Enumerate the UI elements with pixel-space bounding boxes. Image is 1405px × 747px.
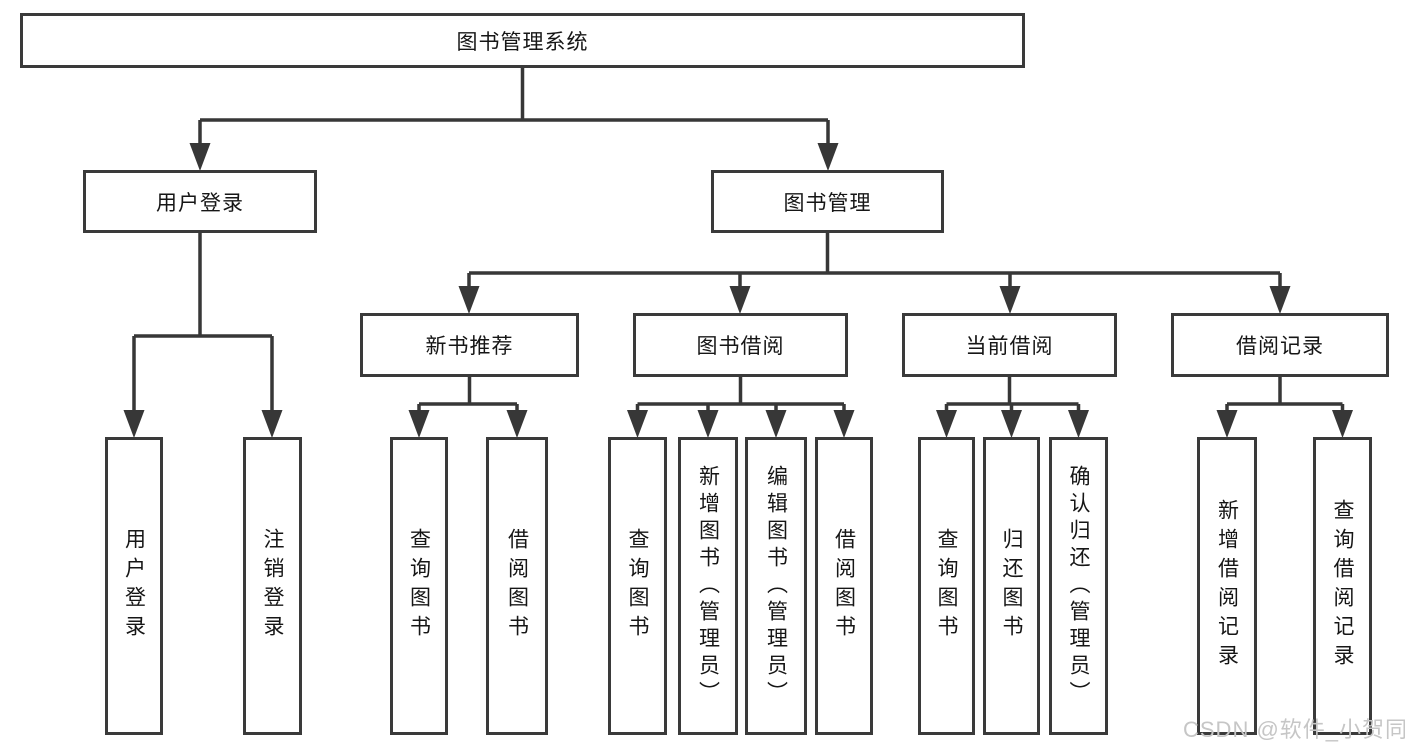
arrowhead: [506, 410, 528, 438]
leaf-add-borrow-record: 新增借阅记录: [1197, 437, 1257, 735]
leaf-edit-book-admin: 编辑图书（管理员）: [745, 437, 807, 735]
connector-new-book-children: [408, 377, 528, 438]
leaf-label: 编辑图书（管理员）: [764, 464, 788, 708]
leaf-label: 新增图书（管理员）: [696, 464, 720, 708]
leaf-borrow-book-recommend: 借阅图书: [486, 437, 548, 735]
node-borrow-records: 借阅记录: [1171, 313, 1389, 377]
connector-book-borrowing-children: [627, 377, 855, 438]
node-label: 新书推荐: [425, 335, 514, 358]
node-book-borrowing: 图书借阅: [633, 313, 848, 377]
leaf-query-borrow-record: 查询借阅记录: [1313, 437, 1372, 735]
leaf-label: 借阅图书: [832, 528, 856, 644]
arrowhead: [408, 410, 430, 438]
arrowhead: [833, 410, 855, 438]
arrowhead: [1216, 410, 1238, 438]
leaf-label: 归还图书: [1000, 528, 1023, 644]
arrowhead: [189, 143, 211, 171]
arrowhead: [458, 286, 480, 314]
leaf-label: 查询图书: [935, 528, 958, 644]
arrowhead: [765, 410, 787, 438]
arrowhead: [123, 410, 145, 438]
arrowhead: [1269, 286, 1291, 314]
leaf-query-book-borrowing: 查询图书: [608, 437, 667, 735]
arrowhead: [1332, 410, 1353, 438]
leaf-confirm-return-admin: 确认归还（管理员）: [1049, 437, 1108, 735]
leaf-borrow-book-borrowing: 借阅图书: [815, 437, 873, 735]
arrowhead: [1068, 410, 1089, 438]
node-label: 图书管理: [783, 191, 872, 215]
node-label: 图书借阅: [696, 335, 785, 358]
leaf-logout: 注销登录: [243, 437, 302, 735]
leaf-label: 确认归还（管理员）: [1067, 464, 1090, 708]
node-label: 当前借阅: [965, 335, 1054, 358]
node-user-login: 用户登录: [83, 170, 317, 233]
node-label: 借阅记录: [1236, 335, 1324, 358]
leaf-label: 注销登录: [261, 528, 284, 644]
node-book-management: 图书管理: [711, 170, 944, 233]
arrowhead: [697, 410, 719, 438]
node-label: 用户登录: [156, 191, 244, 215]
arrowhead: [627, 410, 648, 438]
leaf-label: 查询借阅记录: [1331, 499, 1354, 673]
arrowhead: [261, 410, 283, 438]
leaf-label: 查询图书: [626, 528, 649, 644]
connector-user-login-children: [123, 233, 283, 438]
connector-root-to-level2: [189, 68, 839, 171]
connector-current-borrowing-children: [936, 377, 1089, 438]
node-current-borrowing: 当前借阅: [902, 313, 1117, 377]
leaf-label: 查询图书: [407, 528, 431, 644]
leaf-query-book-current: 查询图书: [918, 437, 975, 735]
leaf-label: 用户登录: [122, 528, 146, 644]
leaf-return-book: 归还图书: [983, 437, 1040, 735]
arrowhead: [999, 286, 1021, 314]
arrowhead: [817, 143, 839, 171]
connector-borrow-records-children: [1216, 377, 1353, 438]
arrowhead: [936, 410, 957, 438]
leaf-label: 新增借阅记录: [1215, 499, 1239, 673]
leaf-add-book-admin: 新增图书（管理员）: [678, 437, 738, 735]
leaf-label: 借阅图书: [505, 528, 529, 644]
csdn-watermark: CSDN @软件_小贺同学: [1183, 717, 1405, 742]
arrowhead: [729, 286, 751, 314]
arrowhead: [1001, 410, 1022, 438]
leaf-query-book-recommend: 查询图书: [390, 437, 448, 735]
node-label: 图书管理系统: [456, 30, 589, 54]
node-root-system: 图书管理系统: [20, 13, 1025, 68]
connector-book-mgmt-children: [458, 233, 1291, 314]
node-new-book-recommend: 新书推荐: [360, 313, 579, 377]
leaf-user-login: 用户登录: [105, 437, 163, 735]
